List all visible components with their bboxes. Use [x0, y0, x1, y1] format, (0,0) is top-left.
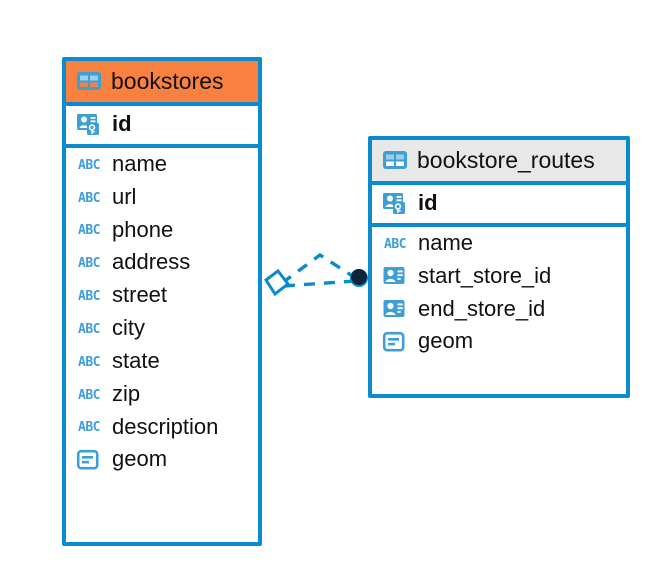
field-label: phone — [112, 216, 174, 242]
field-row-geom[interactable]: geom — [372, 325, 626, 358]
field-row-id[interactable]: id — [66, 106, 258, 144]
field-row-name[interactable]: ABC name — [372, 227, 626, 260]
abc-text-icon: ABC — [78, 289, 100, 305]
field-label: name — [112, 150, 168, 176]
relationship-source-diamond-marker — [263, 268, 291, 297]
field-row-description[interactable]: ABC description — [66, 411, 258, 444]
abc-text-icon: ABC — [78, 420, 100, 436]
abc-text-icon: ABC — [384, 236, 406, 252]
field-label: name — [418, 229, 474, 255]
foreign-key-icon — [382, 265, 408, 287]
entity-bookstores[interactable]: bookstores — [62, 57, 262, 546]
field-row-address[interactable]: ABC address — [66, 246, 258, 279]
primary-key-icon — [76, 112, 102, 136]
field-label: geom — [112, 446, 168, 472]
entity-header-bookstores[interactable]: bookstores — [66, 61, 258, 107]
field-label: id — [418, 190, 438, 216]
field-label: id — [112, 111, 132, 137]
primary-key-icon — [382, 191, 408, 215]
table-icon — [76, 70, 102, 92]
abc-text-icon: ABC — [78, 387, 100, 403]
field-label: start_store_id — [418, 262, 552, 288]
field-label: end_store_id — [418, 295, 546, 321]
abc-text-icon: ABC — [78, 223, 100, 239]
relationship-target-circle-marker — [350, 269, 368, 287]
field-row-name[interactable]: ABC name — [66, 148, 258, 181]
abc-text-icon: ABC — [78, 256, 100, 272]
abc-text-icon: ABC — [78, 321, 100, 337]
field-row-url[interactable]: ABC url — [66, 181, 258, 214]
field-label: geom — [418, 328, 474, 354]
table-icon — [382, 149, 408, 171]
field-row-state[interactable]: ABC state — [66, 345, 258, 378]
geometry-icon — [76, 449, 102, 471]
abc-text-icon: ABC — [78, 354, 100, 370]
field-label: zip — [112, 380, 141, 406]
field-row-city[interactable]: ABC city — [66, 312, 258, 345]
relationship-branch-lower — [283, 279, 356, 288]
field-row-street[interactable]: ABC street — [66, 279, 258, 312]
field-row-end-store-id[interactable]: end_store_id — [372, 293, 626, 326]
field-row-phone[interactable]: ABC phone — [66, 214, 258, 247]
field-list-bookstore-routes: ABC name start_store_id — [372, 227, 626, 358]
abc-text-icon: ABC — [78, 157, 100, 173]
primary-key-section-bookstore-routes: id — [372, 185, 626, 227]
foreign-key-icon — [382, 298, 408, 320]
primary-key-section-bookstores: id — [66, 106, 258, 148]
field-row-id[interactable]: id — [372, 185, 626, 223]
entity-title: bookstores — [111, 68, 224, 94]
geometry-icon — [382, 331, 408, 353]
entity-title: bookstore_routes — [417, 147, 595, 173]
field-label: street — [112, 282, 168, 308]
entity-bookstore-routes[interactable]: bookstore_routes — [368, 136, 630, 398]
field-label: state — [112, 347, 160, 373]
field-label: address — [112, 249, 191, 275]
field-label: url — [112, 183, 137, 209]
abc-text-icon: ABC — [78, 190, 100, 206]
field-list-bookstores: ABC name ABC url ABC phone ABC address A… — [66, 148, 258, 476]
field-row-start-store-id[interactable]: start_store_id — [372, 260, 626, 293]
field-row-zip[interactable]: ABC zip — [66, 378, 258, 411]
field-label: description — [112, 413, 219, 439]
entity-header-bookstore-routes[interactable]: bookstore_routes — [372, 140, 626, 186]
field-label: city — [112, 315, 145, 341]
field-row-geom[interactable]: geom — [66, 443, 258, 476]
relationship-branch-upper — [280, 252, 358, 285]
